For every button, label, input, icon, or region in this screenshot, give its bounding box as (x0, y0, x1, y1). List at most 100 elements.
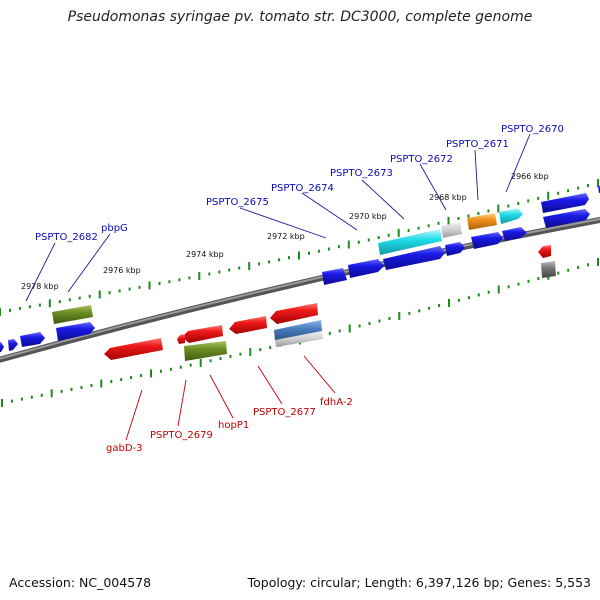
gene-arrow[interactable] (502, 227, 527, 241)
minor-tick (507, 285, 510, 289)
minor-tick (238, 266, 241, 270)
minor-tick (229, 354, 232, 358)
minor-tick (158, 282, 161, 285)
minor-tick (438, 304, 441, 307)
major-tick (48, 299, 51, 308)
minor-tick (428, 306, 431, 310)
major-tick (198, 271, 201, 280)
major-tick (398, 311, 401, 320)
gene-label-PSPTO_2670[interactable]: PSPTO_2670 (501, 124, 564, 135)
minor-tick (587, 184, 589, 188)
major-tick (447, 216, 450, 225)
minor-tick (407, 229, 410, 233)
gene-label-PSPTO_2682[interactable]: PSPTO_2682 (35, 232, 98, 243)
gene-arrow[interactable] (184, 341, 227, 361)
kbp-label: 2976 kbp (103, 266, 141, 275)
gene-arrow[interactable] (8, 339, 18, 351)
gene-arrow[interactable] (538, 245, 551, 258)
minor-tick (110, 380, 113, 383)
minor-tick (567, 189, 570, 193)
gene-label-hopP1[interactable]: hopP1 (218, 420, 249, 431)
gene-arrow[interactable] (467, 213, 497, 230)
minor-tick (557, 191, 560, 195)
gene-label-PSPTO_2671[interactable]: PSPTO_2671 (446, 139, 509, 150)
major-tick (497, 204, 500, 213)
minor-tick (120, 378, 123, 381)
minor-tick (239, 352, 242, 356)
minor-tick (169, 367, 172, 371)
minor-tick (537, 277, 540, 281)
minor-tick (487, 290, 490, 294)
gene-arrow[interactable] (229, 316, 267, 334)
gene-arrow[interactable] (541, 261, 556, 278)
minor-tick (269, 346, 272, 349)
minor-tick (138, 285, 141, 289)
gene-label-fdhA-2[interactable]: fdhA-2 (320, 397, 353, 408)
gene-arrow[interactable] (499, 208, 523, 224)
gene-label-gabD-3[interactable]: gabD-3 (106, 443, 143, 454)
gene-arrow[interactable] (543, 209, 590, 228)
kbp-label: 2968 kbp (429, 193, 467, 202)
gene-label-PSPTO_2675[interactable]: PSPTO_2675 (206, 197, 269, 208)
minor-tick (258, 262, 261, 266)
kbp-label: 2966 kbp (511, 172, 549, 181)
minor-tick (467, 296, 470, 300)
accession-text: Accession: NC_004578 (9, 575, 152, 590)
major-tick (50, 389, 53, 398)
gene-arrow[interactable] (541, 193, 589, 213)
minor-tick (537, 196, 540, 200)
major-tick (249, 348, 252, 356)
minor-tick (108, 291, 111, 295)
minor-tick (9, 308, 11, 312)
gene-arrow[interactable] (52, 305, 93, 324)
gene-arrow[interactable] (182, 325, 223, 343)
gene-arrow[interactable] (56, 322, 95, 341)
kbp-scale: 2966 kbp 2968 kbp 2970 kbp 2972 kbp 2974… (21, 172, 549, 291)
gene-arrow[interactable] (383, 246, 445, 270)
gene-arrow[interactable] (445, 242, 465, 256)
gene-label-PSPTO_2679[interactable]: PSPTO_2679 (150, 430, 213, 441)
gene-arrow[interactable] (441, 222, 462, 238)
major-tick (597, 258, 599, 266)
minor-tick (408, 311, 411, 315)
minor-tick (467, 214, 470, 218)
gene-label-PSPTO_2674[interactable]: PSPTO_2674 (271, 183, 334, 194)
minor-tick (388, 317, 391, 320)
genome-stats-text: Topology: circular; Length: 6,397,126 bp… (247, 575, 591, 590)
gene-arrow[interactable] (0, 342, 4, 353)
gene-label-PSPTO_2672[interactable]: PSPTO_2672 (390, 154, 453, 165)
gene-label-PSPTO_2673[interactable]: PSPTO_2673 (330, 168, 393, 179)
gene-arrow[interactable] (270, 303, 318, 324)
minor-tick (118, 289, 121, 293)
minor-tick (228, 268, 231, 272)
minor-tick (219, 357, 222, 361)
minor-tick (179, 365, 182, 369)
gene-arrow[interactable] (275, 331, 323, 347)
gene-arrow[interactable] (20, 332, 45, 347)
major-tick (148, 281, 151, 290)
gene-arrow[interactable] (322, 268, 347, 285)
minor-tick (327, 247, 330, 251)
gene-label-PSPTO_2677[interactable]: PSPTO_2677 (253, 407, 316, 418)
gene-label-pbpG[interactable]: pbpG (101, 223, 128, 234)
minor-tick (128, 287, 131, 291)
minor-tick (328, 331, 331, 335)
minor-tick (367, 238, 370, 242)
minor-tick (30, 395, 33, 399)
minor-tick (20, 397, 23, 401)
minor-tick (368, 322, 371, 325)
gene-arrow[interactable] (104, 338, 163, 360)
minor-tick (378, 319, 381, 323)
gene-arrow[interactable] (274, 320, 322, 341)
gene-arrow[interactable] (348, 259, 384, 278)
gene-arrow[interactable] (378, 229, 442, 255)
minor-tick (517, 282, 520, 286)
major-tick (448, 298, 450, 307)
minor-tick (377, 236, 380, 240)
minor-tick (168, 280, 171, 284)
major-tick (98, 290, 101, 299)
gene-arrow[interactable] (177, 334, 185, 344)
gene-arrow[interactable] (471, 232, 503, 249)
minor-tick (587, 263, 590, 267)
